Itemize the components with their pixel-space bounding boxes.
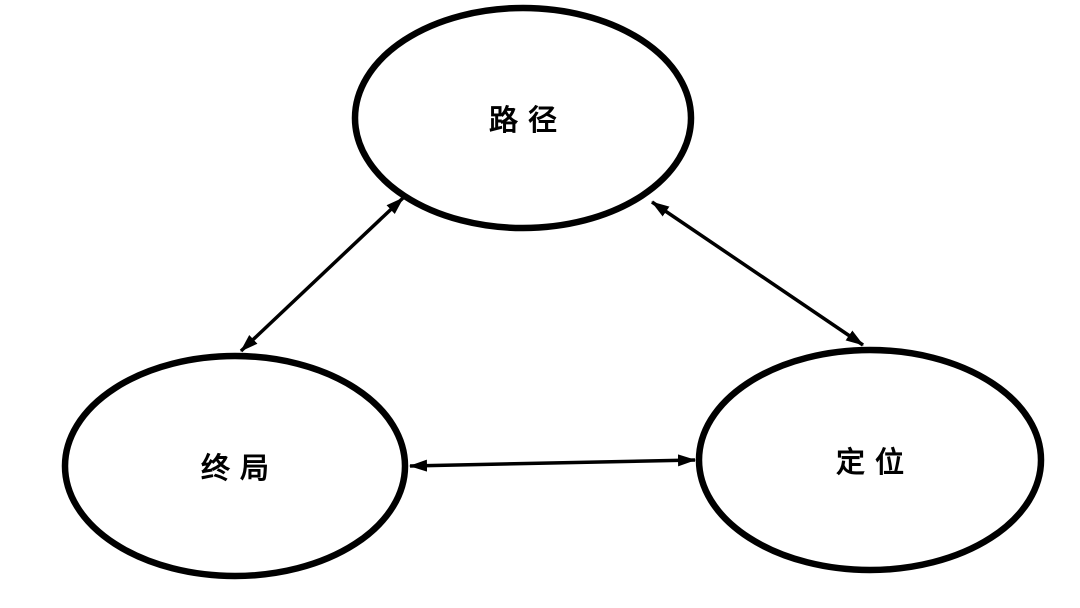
- node-label-endgame: 终局: [201, 451, 279, 485]
- edge-path-endgame-arrow: [239, 196, 405, 353]
- node-label-positioning: 定位: [836, 445, 914, 479]
- edge-endgame-positioning-arrow: [409, 454, 696, 472]
- node-ellipse-path: [351, 4, 695, 232]
- node-label-path: 路径: [489, 103, 567, 137]
- node-ellipse-endgame: [61, 352, 409, 580]
- node-ellipse-positioning: [695, 346, 1045, 574]
- edge-path-positioning-arrow: [651, 200, 864, 347]
